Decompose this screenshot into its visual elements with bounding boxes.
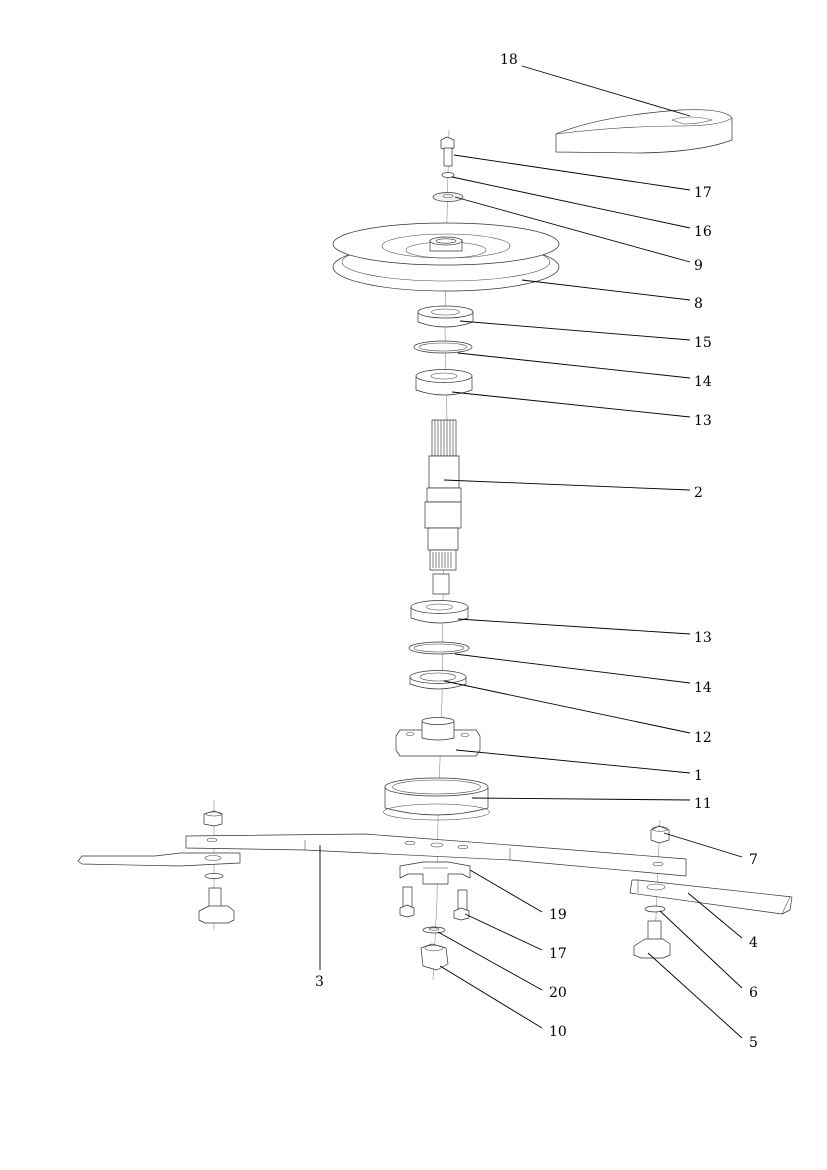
callout-1: 1 [694,768,703,784]
callout-15: 15 [694,335,712,351]
part-20-washer [422,926,446,934]
callout-16: 16 [694,224,712,240]
callout-2: 2 [694,485,703,501]
callout-labels: 18 17 16 9 8 15 14 13 2 13 14 12 1 11 7 … [315,52,758,1051]
callout-13-top: 13 [694,413,712,429]
left-blade-hardware [198,810,235,924]
part-14-snap-ring-bottom [408,641,470,655]
callout-6: 6 [749,985,758,1001]
callout-18: 18 [500,52,518,68]
callout-14-bottom: 14 [694,680,712,696]
part-left-blade [77,852,241,867]
part-1-spindle-housing [395,717,481,757]
part-12-seal [409,670,467,690]
part-19-blade-retainer [399,861,471,885]
callout-3: 3 [315,974,324,990]
part-16-lock-washer [441,172,455,178]
part-4-right-blade [629,879,793,915]
part-5-blade-bolt [633,920,671,959]
part-14-snap-ring-top [413,340,473,354]
part-13-bearing-bottom [410,600,469,624]
part-2-spindle-shaft [424,419,462,595]
callout-19: 19 [549,907,567,923]
callout-12: 12 [694,730,712,746]
callout-14-top: 14 [694,374,712,390]
part-15-spacer [417,305,474,328]
callout-20: 20 [549,985,567,1001]
part-9-washer [432,192,464,202]
callout-17-top: 17 [694,185,712,201]
callout-17-bottom: 17 [549,946,567,962]
part-10-spindle-nut [420,943,449,971]
part-17-blade-bolts [399,886,470,921]
part-17-top-bolt [440,136,455,167]
callout-7: 7 [749,852,758,868]
part-3-blade-adapter [185,833,687,877]
part-13-bearing-top [415,369,473,396]
part-6-blade-washer [644,905,666,913]
part-11-cup [383,777,490,821]
leader-lines [319,65,743,1039]
part-8-pulley [332,222,560,292]
part-18-belt-guard [555,109,733,154]
callout-10: 10 [549,1024,567,1040]
callout-9: 9 [694,258,703,274]
part-7-blade-nut [650,825,670,844]
callout-4: 4 [749,935,758,951]
callout-11: 11 [694,796,712,812]
callout-5: 5 [749,1035,758,1051]
callout-13-bottom: 13 [694,630,712,646]
callout-8: 8 [694,296,703,312]
